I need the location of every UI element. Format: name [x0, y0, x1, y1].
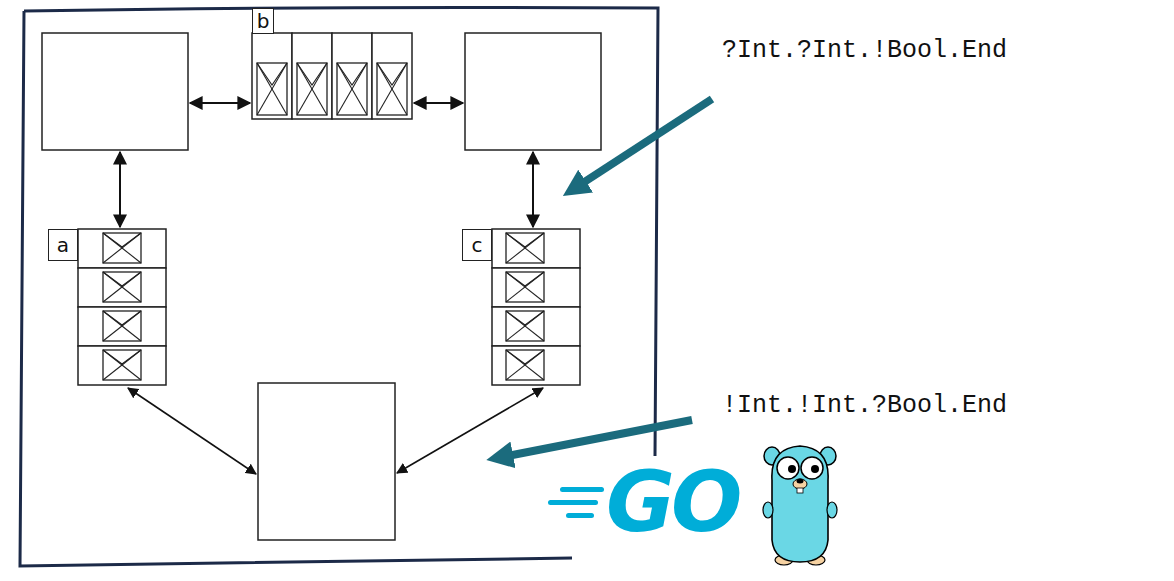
channel-name-box: b [252, 8, 274, 34]
channel-name: a [57, 235, 69, 255]
session-type-label: !Int.!Int.?Bool.End [722, 391, 1007, 420]
channel-name: b [257, 11, 270, 31]
session-type-label: ?Int.?Int.!Bool.End [722, 36, 1007, 65]
channel-name-box: a [48, 229, 78, 261]
channel-name: c [472, 235, 483, 255]
channel-name-box: c [462, 229, 492, 261]
go-logo-text: GO [606, 460, 738, 544]
